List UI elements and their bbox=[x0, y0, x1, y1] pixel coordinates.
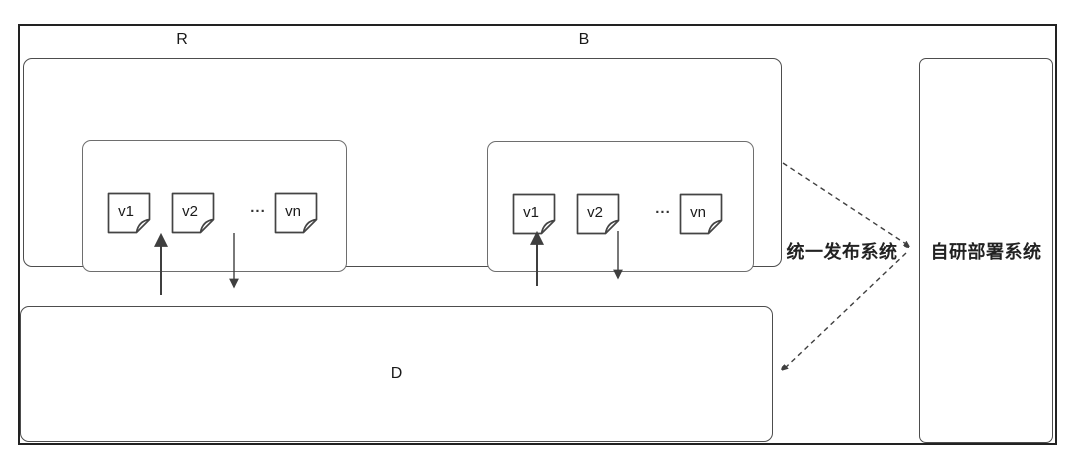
region-r-doc-v1: v1 bbox=[107, 192, 151, 234]
doc-label: v1 bbox=[523, 204, 539, 222]
release-system-label: 统一发布系统 bbox=[786, 242, 898, 262]
document-icon bbox=[576, 193, 620, 235]
doc-label: vn bbox=[285, 203, 301, 221]
d-box-label: D bbox=[390, 365, 403, 382]
region-r-doc-v2: v2 bbox=[171, 192, 215, 234]
region-b-box: v1 v2 ... vn bbox=[487, 141, 754, 272]
region-r-doc-vn: vn bbox=[274, 192, 318, 234]
d-box: D bbox=[20, 306, 773, 442]
document-icon bbox=[274, 192, 318, 234]
document-icon bbox=[107, 192, 151, 234]
region-r-box: v1 v2 ... vn bbox=[82, 140, 347, 272]
ellipsis-text: ... bbox=[250, 199, 266, 216]
region-r-label: R bbox=[176, 31, 188, 48]
deploy-system-box: 自研部署系统 bbox=[919, 58, 1053, 443]
region-b-doc-v2: v2 bbox=[576, 193, 620, 235]
rb-container-box: v1 v2 ... vn bbox=[23, 58, 782, 272]
region-b-doc-vn: vn bbox=[679, 193, 723, 235]
ellipsis-text: ... bbox=[655, 200, 671, 217]
region-b-doc-v1: v1 bbox=[512, 193, 556, 235]
doc-label: v2 bbox=[182, 203, 198, 221]
doc-label: v2 bbox=[587, 204, 603, 222]
region-b-label: B bbox=[578, 31, 590, 48]
doc-label: v1 bbox=[118, 203, 134, 221]
document-icon bbox=[679, 193, 723, 235]
doc-label: vn bbox=[690, 204, 706, 222]
document-icon bbox=[171, 192, 215, 234]
deploy-system-label: 自研部署系统 bbox=[930, 242, 1042, 262]
